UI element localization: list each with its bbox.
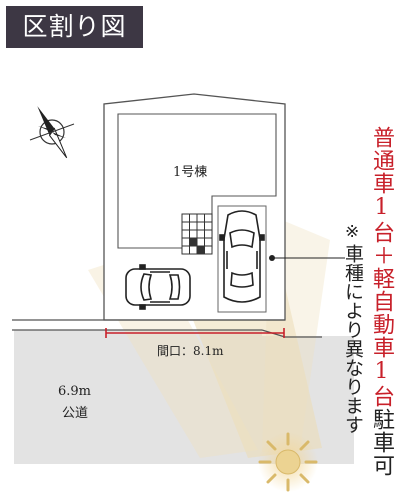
- page-title: 区割り図: [22, 12, 127, 41]
- road-width-label: 6.9m: [58, 384, 92, 399]
- road-name-label: 公道: [62, 406, 89, 421]
- north-arrow-icon: [29, 106, 75, 159]
- car-icon: [219, 210, 265, 303]
- vehicle-note: 車種により異なります: [342, 244, 364, 434]
- frontage-label: 間口：8.1m: [157, 344, 224, 358]
- sun-icon: [258, 432, 318, 492]
- parking-allowed-text: 駐車可: [369, 408, 394, 477]
- parking-note: 普通車1台＋軽自動車1台駐車可: [369, 126, 394, 477]
- title-banner: 区割り図: [6, 6, 143, 48]
- parking-capacity-text: 普通車1台＋軽自動車1台: [369, 126, 394, 408]
- stairs-icon: [181, 213, 213, 255]
- note-marker: ※: [345, 222, 360, 242]
- building-footprint: [117, 113, 277, 249]
- building-label: 1号棟: [173, 165, 208, 180]
- car-icon: [125, 264, 191, 310]
- parking-space: [217, 205, 267, 313]
- callout-dot: [269, 255, 275, 261]
